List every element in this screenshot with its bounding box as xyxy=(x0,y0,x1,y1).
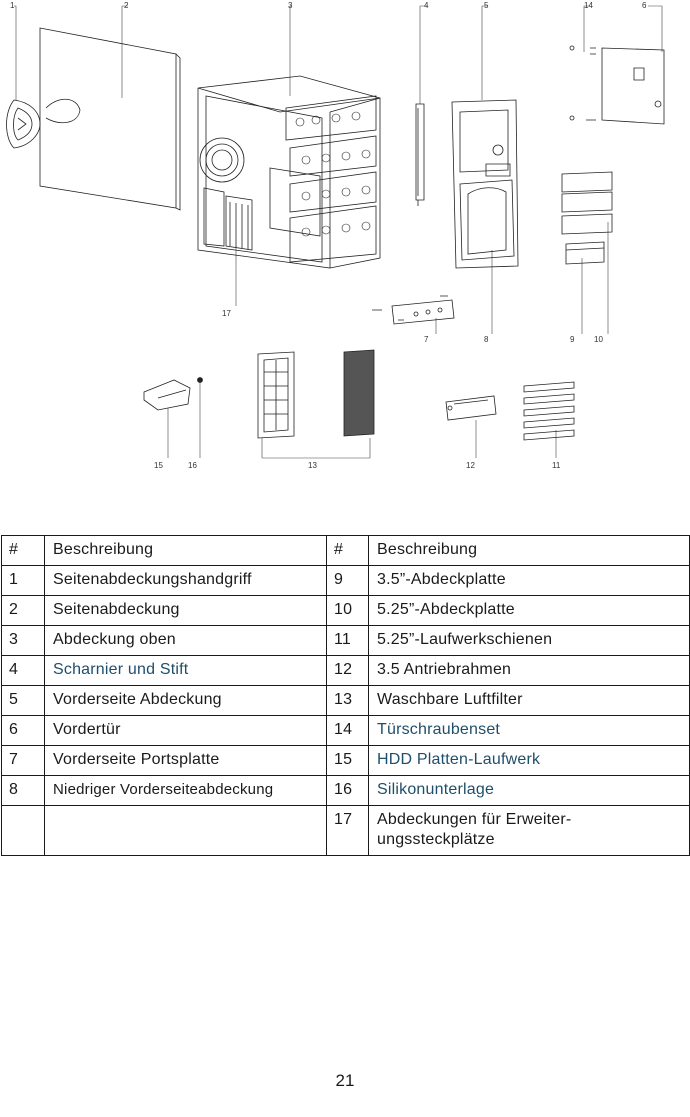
air-filter-mesh-part xyxy=(343,349,375,437)
row-num-right: 13 xyxy=(326,685,369,716)
row-desc-right: HDD Platten-Laufwerk xyxy=(368,745,690,776)
row-num-left: 5 xyxy=(1,685,45,716)
drive-rails-part xyxy=(523,381,575,441)
row-desc-right: Türschraubenset xyxy=(368,715,690,746)
callout-5: 5 xyxy=(484,1,489,10)
front-bezel-part xyxy=(451,99,519,269)
header-desc-2: Beschreibung xyxy=(368,535,690,566)
row-num-left: 6 xyxy=(1,715,45,746)
row-desc-right: 5.25”-Laufwerkschienen xyxy=(368,625,690,656)
front-ports-plate-part xyxy=(372,295,455,325)
side-cover-part xyxy=(39,27,181,211)
row-desc-left: Vordertür xyxy=(44,715,327,746)
callout-3: 3 xyxy=(288,1,293,10)
callout-10: 10 xyxy=(594,335,603,344)
header-desc-1: Beschreibung xyxy=(44,535,327,566)
table-row: 3 Abdeckung oben 11 5.25”-Laufwerkschien… xyxy=(1,625,690,656)
callout-13: 13 xyxy=(308,461,317,470)
silicone-pad-part xyxy=(197,377,203,383)
row-desc-right: 5.25”-Abdeckplatte xyxy=(368,595,690,626)
row-desc-left: Vorderseite Portsplatte xyxy=(44,745,327,776)
callout-1: 1 xyxy=(10,1,15,10)
hdd-tray-part xyxy=(143,379,191,411)
side-cover-handle-part xyxy=(6,99,41,149)
callout-7: 7 xyxy=(424,335,429,344)
row-desc-left: Abdeckung oben xyxy=(44,625,327,656)
row-desc-right: 3.5”-Abdeckplatte xyxy=(368,565,690,596)
header-num-2: # xyxy=(326,535,369,566)
hinge-and-pin-part xyxy=(415,103,425,206)
row-num-right: 12 xyxy=(326,655,369,686)
parts-table: # Beschreibung # Beschreibung 1 Seitenab… xyxy=(1,535,690,856)
table-row: 5 Vorderseite Abdeckung 13 Waschbare Luf… xyxy=(1,685,690,716)
row-num-left: 3 xyxy=(1,625,45,656)
row-num-right: 14 xyxy=(326,715,369,746)
row-num-left: 7 xyxy=(1,745,45,776)
drive-frame-part xyxy=(445,395,497,421)
row-num-right: 17 xyxy=(326,805,369,856)
table-row: 1 Seitenabdeckungshandgriff 9 3.5”-Abdec… xyxy=(1,565,690,596)
callout-6: 6 xyxy=(642,1,647,10)
row-desc-right: Silikonunterlage xyxy=(368,775,690,806)
row-desc-right: Abdeckungen für Erweiter-ungssteckplätze xyxy=(368,805,690,856)
table-row: 7 Vorderseite Portsplatte 15 HDD Platten… xyxy=(1,745,690,776)
air-filter-part xyxy=(257,351,295,439)
page-number: 21 xyxy=(335,1071,355,1090)
row-num-right: 9 xyxy=(326,565,369,596)
table-row: 6 Vordertür 14 Türschraubenset xyxy=(1,715,690,746)
table-row: 2 Seitenabdeckung 10 5.25”-Abdeckplatte xyxy=(1,595,690,626)
row-desc-left: Seitenabdeckung xyxy=(44,595,327,626)
row-desc-right: 3.5 Antriebrahmen xyxy=(368,655,690,686)
callout-17: 17 xyxy=(222,309,231,318)
row-num-right: 15 xyxy=(326,745,369,776)
callout-16: 16 xyxy=(188,461,197,470)
table-row: 17 Abdeckungen für Erweiter-ungssteckplä… xyxy=(1,805,690,856)
chassis-part xyxy=(197,75,381,269)
row-desc-left: Scharnier und Stift xyxy=(44,655,327,686)
callout-12: 12 xyxy=(466,461,475,470)
row-num-left: 1 xyxy=(1,565,45,596)
callout-2: 2 xyxy=(124,1,129,10)
callout-15: 15 xyxy=(154,461,163,470)
row-num-left: 2 xyxy=(1,595,45,626)
callout-11: 11 xyxy=(552,461,561,470)
row-num-right: 11 xyxy=(326,625,369,656)
row-num-left: 8 xyxy=(1,775,45,806)
row-num-right: 16 xyxy=(326,775,369,806)
table-row: 8 Niedriger Vorderseiteabdeckung 16 Sili… xyxy=(1,775,690,806)
table-row: 4 Scharnier und Stift 12 3.5 Antriebrahm… xyxy=(1,655,690,686)
table-header-row: # Beschreibung # Beschreibung xyxy=(1,535,690,566)
row-desc-left: Niedriger Vorderseiteabdeckung xyxy=(44,775,327,806)
callout-9: 9 xyxy=(570,335,575,344)
callout-14: 14 xyxy=(584,1,593,10)
leader-lines xyxy=(14,5,663,459)
row-num-right: 10 xyxy=(326,595,369,626)
row-num-left: 4 xyxy=(1,655,45,686)
row-desc-left: Vorderseite Abdeckung xyxy=(44,685,327,716)
row-num-left xyxy=(1,805,45,856)
row-desc-left xyxy=(44,805,327,856)
callout-8: 8 xyxy=(484,335,489,344)
cover-plates-part xyxy=(561,171,613,265)
callout-4: 4 xyxy=(424,1,429,10)
front-door-part xyxy=(569,45,665,125)
header-num-1: # xyxy=(1,535,45,566)
row-desc-right: Waschbare Luftfilter xyxy=(368,685,690,716)
row-desc-left: Seitenabdeckungshandgriff xyxy=(44,565,327,596)
